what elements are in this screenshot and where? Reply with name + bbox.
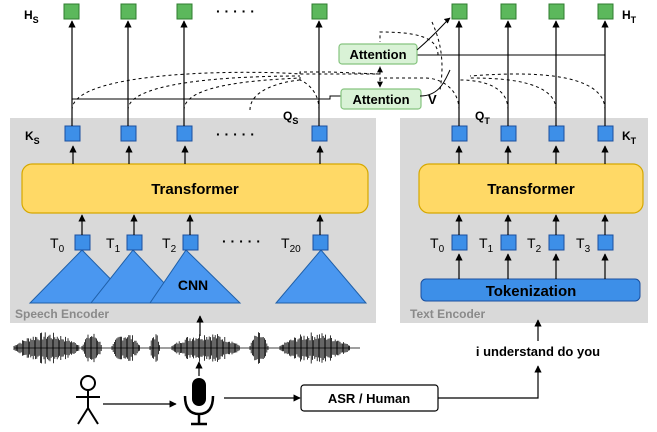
q-s-label: QS [283,109,298,126]
speech-output-arrows [68,20,323,126]
asr-to-transcript-arrow [438,365,542,399]
microphone-icon [183,378,215,426]
speech-transformer-label: Transformer [151,181,239,198]
text-token-label-3: T3 [576,235,591,255]
text-k-arrows [455,145,609,164]
text-output-node-2 [548,3,565,20]
attention-bottom-label: Attention [352,92,409,107]
attention-bottom [340,88,422,110]
speech-h-ellipsis: · · · · · [216,3,255,19]
speech-k-node-2 [176,125,193,142]
speech-token-label-1: T1 [106,235,121,255]
speech-output-node-3 [311,3,328,20]
waveform-trace [13,332,360,364]
transcript-text: i understand do you [476,344,600,359]
text-output-node-1 [500,3,517,20]
asr-label: ASR / Human [328,391,410,406]
speech-token-node-1 [126,234,143,251]
speech-output-node-0 [63,3,80,20]
text-encoder-label: Text Encoder [410,307,485,321]
speech-token-label-3: T20 [281,235,301,255]
text-k-node-1 [500,125,517,142]
speech-token-node-3 [312,234,329,251]
text-token-label-2: T2 [527,235,542,255]
person-icon [76,375,100,425]
text-k-node-3 [597,125,614,142]
speech-h-label: HS [24,8,39,25]
text-token-node-3 [597,234,614,251]
text-transformer-label: Transformer [487,181,575,198]
text-k-node-0 [451,125,468,142]
speech-token-label-2: T2 [162,235,177,255]
text-token-nodes [451,234,614,251]
speech-v-bus [72,95,341,100]
text-token-label-1: T1 [479,235,494,255]
speech-k-arrows [69,145,324,164]
speech-output-node-1 [120,3,137,20]
text-transformer [418,163,644,214]
text-token-node-2 [548,234,565,251]
text-token-node-1 [500,234,517,251]
speech-k-node-1 [120,125,137,142]
text-output-nodes [451,3,614,20]
speech-token-ellipsis: · · · · · [222,233,261,249]
speech-output-node-2 [176,3,193,20]
attention-top [338,43,418,65]
cnn-label: CNN [178,277,208,293]
cnn-triangle-3 [274,249,368,304]
speech-k-node-0 [64,125,81,142]
attention-output-curves [416,17,451,97]
text-tokenization-arrows [455,253,609,279]
cnn-triangle-2 [149,249,242,304]
text-token-node-0 [451,234,468,251]
waveform-icon [13,332,360,364]
speech-token-nodes [74,234,329,251]
speech-attention-curves [71,66,381,111]
text-k-label: KT [622,129,637,146]
speech-k-label: KS [25,129,40,146]
speech-token-arrows [78,214,324,235]
attention-top-label: Attention [349,47,406,62]
speech-token-node-0 [74,234,91,251]
text-output-node-3 [597,3,614,20]
speech-k-node-3 [311,125,328,142]
tokenization-label: Tokenization [486,283,577,300]
text-h-label: HT [622,8,637,25]
text-k-node-2 [548,125,565,142]
speech-k-nodes [64,125,328,142]
v-label: V [428,92,437,107]
speech-transformer [21,163,369,214]
text-attention-curves [379,21,606,111]
q-t-label: QT [475,109,490,126]
speech-encoder-label: Speech Encoder [15,307,109,321]
text-token-arrows [455,214,609,235]
speech-token-node-2 [182,234,199,251]
speech-token-label-0: T0 [50,235,65,255]
text-token-label-0: T0 [430,235,445,255]
tokenization-block [420,278,641,302]
text-output-node-0 [451,3,468,20]
speech-k-ellipsis: · · · · · [216,126,255,142]
speech-output-nodes [63,3,328,20]
